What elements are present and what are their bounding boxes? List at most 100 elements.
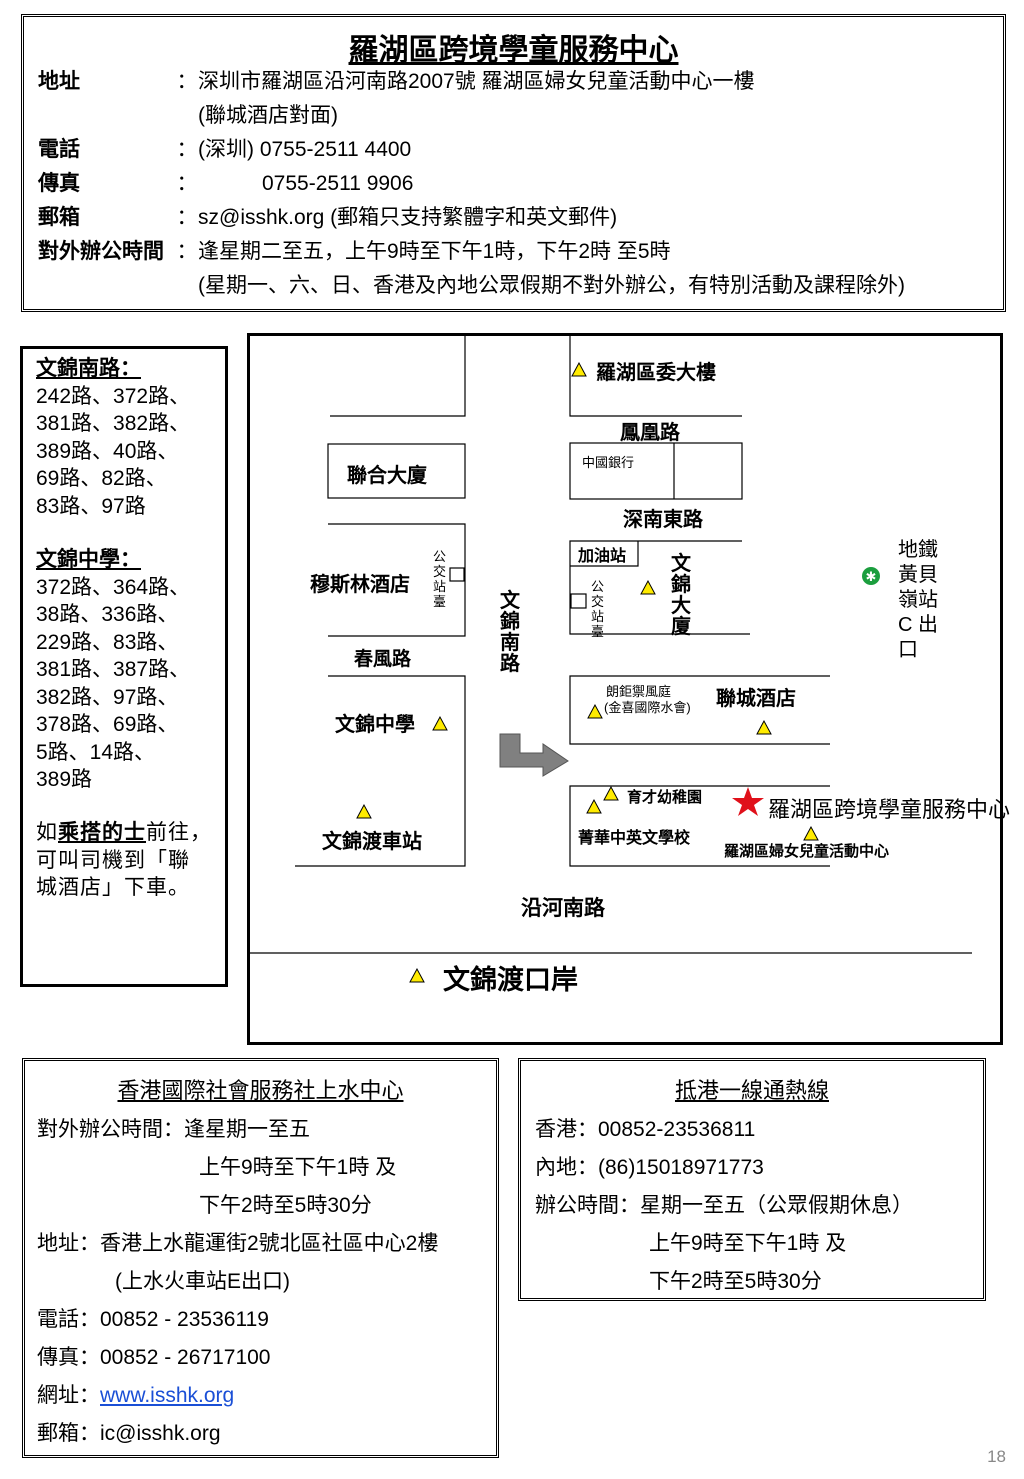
block-bank [569, 442, 743, 500]
triangle-marker [803, 825, 819, 841]
bus-group-title: 文錦中學： [36, 548, 141, 571]
metro-line: 黃貝 [898, 564, 938, 586]
page-number: 18 [987, 1447, 1006, 1466]
map-qinghua-school: 菁華中英文學校 [578, 830, 691, 847]
row-label: 地址 [38, 70, 80, 93]
map-wenjindu-port: 文錦渡口岸 [443, 965, 578, 995]
row-colon: ： [176, 70, 198, 93]
bus-line: 229路、83路、 [36, 630, 179, 654]
map-langju-1: 朗鉅禦風庭 [606, 684, 672, 699]
map-fenghuang-road: 鳳凰路 [620, 422, 680, 444]
center-star [732, 787, 764, 816]
row-label: 對外辦公時間 [38, 240, 164, 263]
hotline-hk: 香港：00852-23536811 [535, 1118, 756, 1141]
bus-stop-box-right [570, 593, 587, 609]
center-info-box: 羅湖區跨境學童服務中心 地址：深圳市羅湖區沿河南路2007號 羅湖區婦女兒童活動… [21, 14, 1006, 312]
bus-line: 38路、336路、 [36, 603, 179, 626]
hours-note-row: (星期一、六、日、香港及內地公眾假期不對外辦公，有特別活動及課程除外) [38, 271, 905, 301]
map-metro-exit: 地鐵 黃貝 嶺站 C 出 口 [898, 538, 938, 663]
map-center-label: 羅湖區跨境學童服務中心 [768, 797, 1011, 822]
hotline-hours-2: 上午9時至下午1時 及 [649, 1232, 847, 1255]
map-bus-stop-left: 公交站臺 [433, 549, 447, 609]
metro-line: 地鐵 [898, 539, 938, 561]
bus-line: 381路、382路、 [36, 412, 191, 435]
map-bank-of-china: 中國銀行 [582, 455, 635, 470]
hotline-title: 抵港一線通熱線 [674, 1078, 829, 1103]
row-colon: ： [176, 138, 198, 161]
map-langju-2: (金喜國際水會) [604, 700, 691, 715]
map-yanhe-south-road: 沿河南路 [521, 897, 605, 920]
metro-line: 嶺站 [898, 589, 938, 611]
triangle-marker [587, 703, 603, 719]
map-wenjin-south-road: 文錦南路 [500, 590, 520, 675]
row-label: 傳真 [38, 172, 80, 195]
taxi-line: 可叫司機到「聯 [36, 848, 190, 872]
row-colon: ： [176, 172, 198, 195]
map-chunfeng-road: 春風路 [354, 649, 412, 670]
bus-line: 83路、97路 [36, 494, 146, 518]
bus-line: 381路、387路、 [36, 658, 191, 681]
bus-line: 389路 [36, 768, 93, 791]
taxi-prefix: 如 [36, 821, 58, 844]
map-women-children-center: 羅湖區婦女兒童活動中心 [724, 843, 890, 860]
row-value: (星期一、六、日、香港及內地公眾假期不對外辦公，有特別活動及課程除外) [198, 274, 905, 297]
metro-line: 口 [898, 639, 918, 661]
block-wenjin-bldg [569, 540, 750, 635]
sheungshui-center-box: 香港國際社會服務社上水中心 對外辦公時間：逢星期一至五 上午9時至下午1時 及 … [22, 1058, 499, 1458]
website-link[interactable]: www.isshk.org [100, 1384, 235, 1407]
bus-group-title: 文錦南路： [36, 357, 141, 380]
block-center [569, 785, 830, 867]
metro-icon-glyph: ✱ [866, 570, 877, 585]
bus-routes-box: 文錦南路： 242路、372路、 381路、382路、 389路、40路、 69… [20, 346, 228, 987]
row-value: 逢星期二至五，上午9時至下午1時，下午2時 至5時 [198, 240, 671, 263]
taxi-bold: 乘搭的士 [58, 821, 146, 844]
triangle-marker [432, 715, 448, 731]
triangle-marker [603, 785, 619, 801]
sheungshui-web: 網址：www.isshk.org [37, 1379, 234, 1409]
direction-arrow [499, 733, 569, 777]
map-wenjin-middle-school: 文錦中學 [335, 714, 415, 736]
map-lianhe-building: 聯合大廈 [347, 465, 427, 487]
center-title: 羅湖區跨境學童服務中心 [348, 34, 679, 67]
email-row: 郵箱：sz@isshk.org (郵箱只支持繁體字和英文郵件) [38, 203, 617, 233]
row-label: 電話 [38, 138, 80, 161]
row-colon: ： [176, 240, 198, 263]
sheungshui-title: 香港國際社會服務社上水中心 [117, 1078, 404, 1103]
taxi-note: 如乘搭的士前往， 可叫司機到「聯 城酒店」下車。 [36, 819, 212, 902]
map-mosque-hotel: 穆斯林酒店 [310, 574, 410, 596]
hotline-box: 抵港一線通熱線 香港：00852-23536811 內地：(86)1501897… [518, 1058, 986, 1301]
map-luohu-committee: 羅湖區委大樓 [596, 362, 716, 384]
sheungshui-fax: 傳真：00852 - 26717100 [37, 1346, 271, 1369]
hotline-mainland: 內地：(86)15018971773 [535, 1156, 764, 1179]
bus-line: 378路、69路、 [36, 713, 179, 736]
map-drawing: ✱ [250, 336, 972, 983]
sheungshui-address-2: (上水火車站E出口) [115, 1270, 290, 1293]
block-mosque [328, 523, 466, 637]
location-map: ✱ 羅湖區委大樓 鳳凰路 中國銀行 聯合大廈 深南東路 加油站 文錦大廈 穆斯林… [247, 333, 1010, 1045]
map-wenjin-bus-station: 文錦渡車站 [322, 831, 422, 853]
web-label: 網址： [37, 1384, 100, 1407]
block-committee [569, 336, 742, 417]
phone-row: 電話 ：(深圳) 0755-2511 4400 [38, 135, 411, 165]
row-label: 郵箱 [38, 206, 80, 229]
bus-line: 382路、97路、 [36, 685, 179, 709]
taxi-suffix: 前往， [146, 821, 212, 844]
metro-line: C 出 [898, 614, 938, 636]
triangle-marker [571, 361, 587, 377]
bus-line: 242路、372路、 [36, 384, 191, 408]
map-shennan-east-road: 深南東路 [623, 509, 703, 531]
row-value: (深圳) 0755-2511 4400 [198, 138, 412, 161]
sheungshui-hours-2: 上午9時至下午1時 及 [199, 1156, 397, 1179]
gas-station-box [570, 541, 639, 567]
hotline-hours-1: 辦公時間：星期一至五（公眾假期休息） [535, 1194, 913, 1217]
bus-line: 389路、40路、 [36, 439, 179, 463]
bus-group-wenjin-middle: 文錦中學： 372路、364路、 38路、336路、 229路、83路、 381… [36, 546, 190, 794]
triangle-marker [756, 719, 772, 735]
map-gas-station: 加油站 [578, 548, 627, 565]
taxi-line: 城酒店」下車。 [36, 876, 190, 899]
bus-line: 5路、14路、 [36, 740, 156, 764]
map-liancheng-hotel: 聯城酒店 [716, 688, 796, 710]
block-lianhe [327, 443, 466, 499]
block-top-left [330, 336, 466, 417]
hotline-hours-3: 下午2時至5時30分 [649, 1270, 822, 1293]
